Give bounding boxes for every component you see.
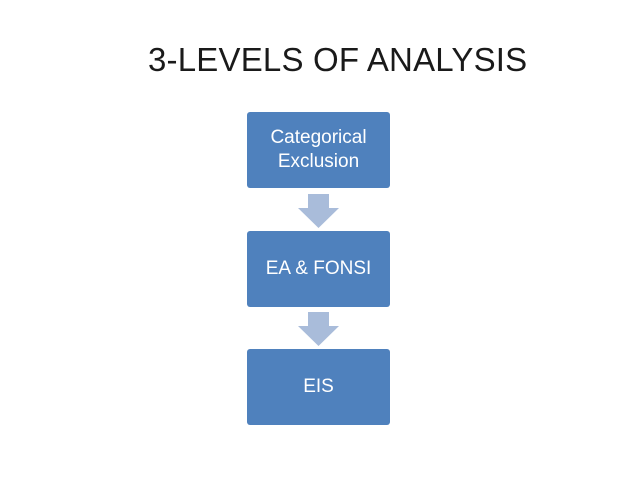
step-box-ea-fonsi: EA & FONSI: [247, 231, 390, 307]
down-arrow-icon: [298, 194, 339, 228]
step-box-eis: EIS: [247, 349, 390, 425]
down-arrow-icon: [298, 312, 339, 346]
step-box-categorical-exclusion: Categorical Exclusion: [247, 112, 390, 188]
slide-title: 3-LEVELS OF ANALYSIS: [148, 41, 528, 78]
